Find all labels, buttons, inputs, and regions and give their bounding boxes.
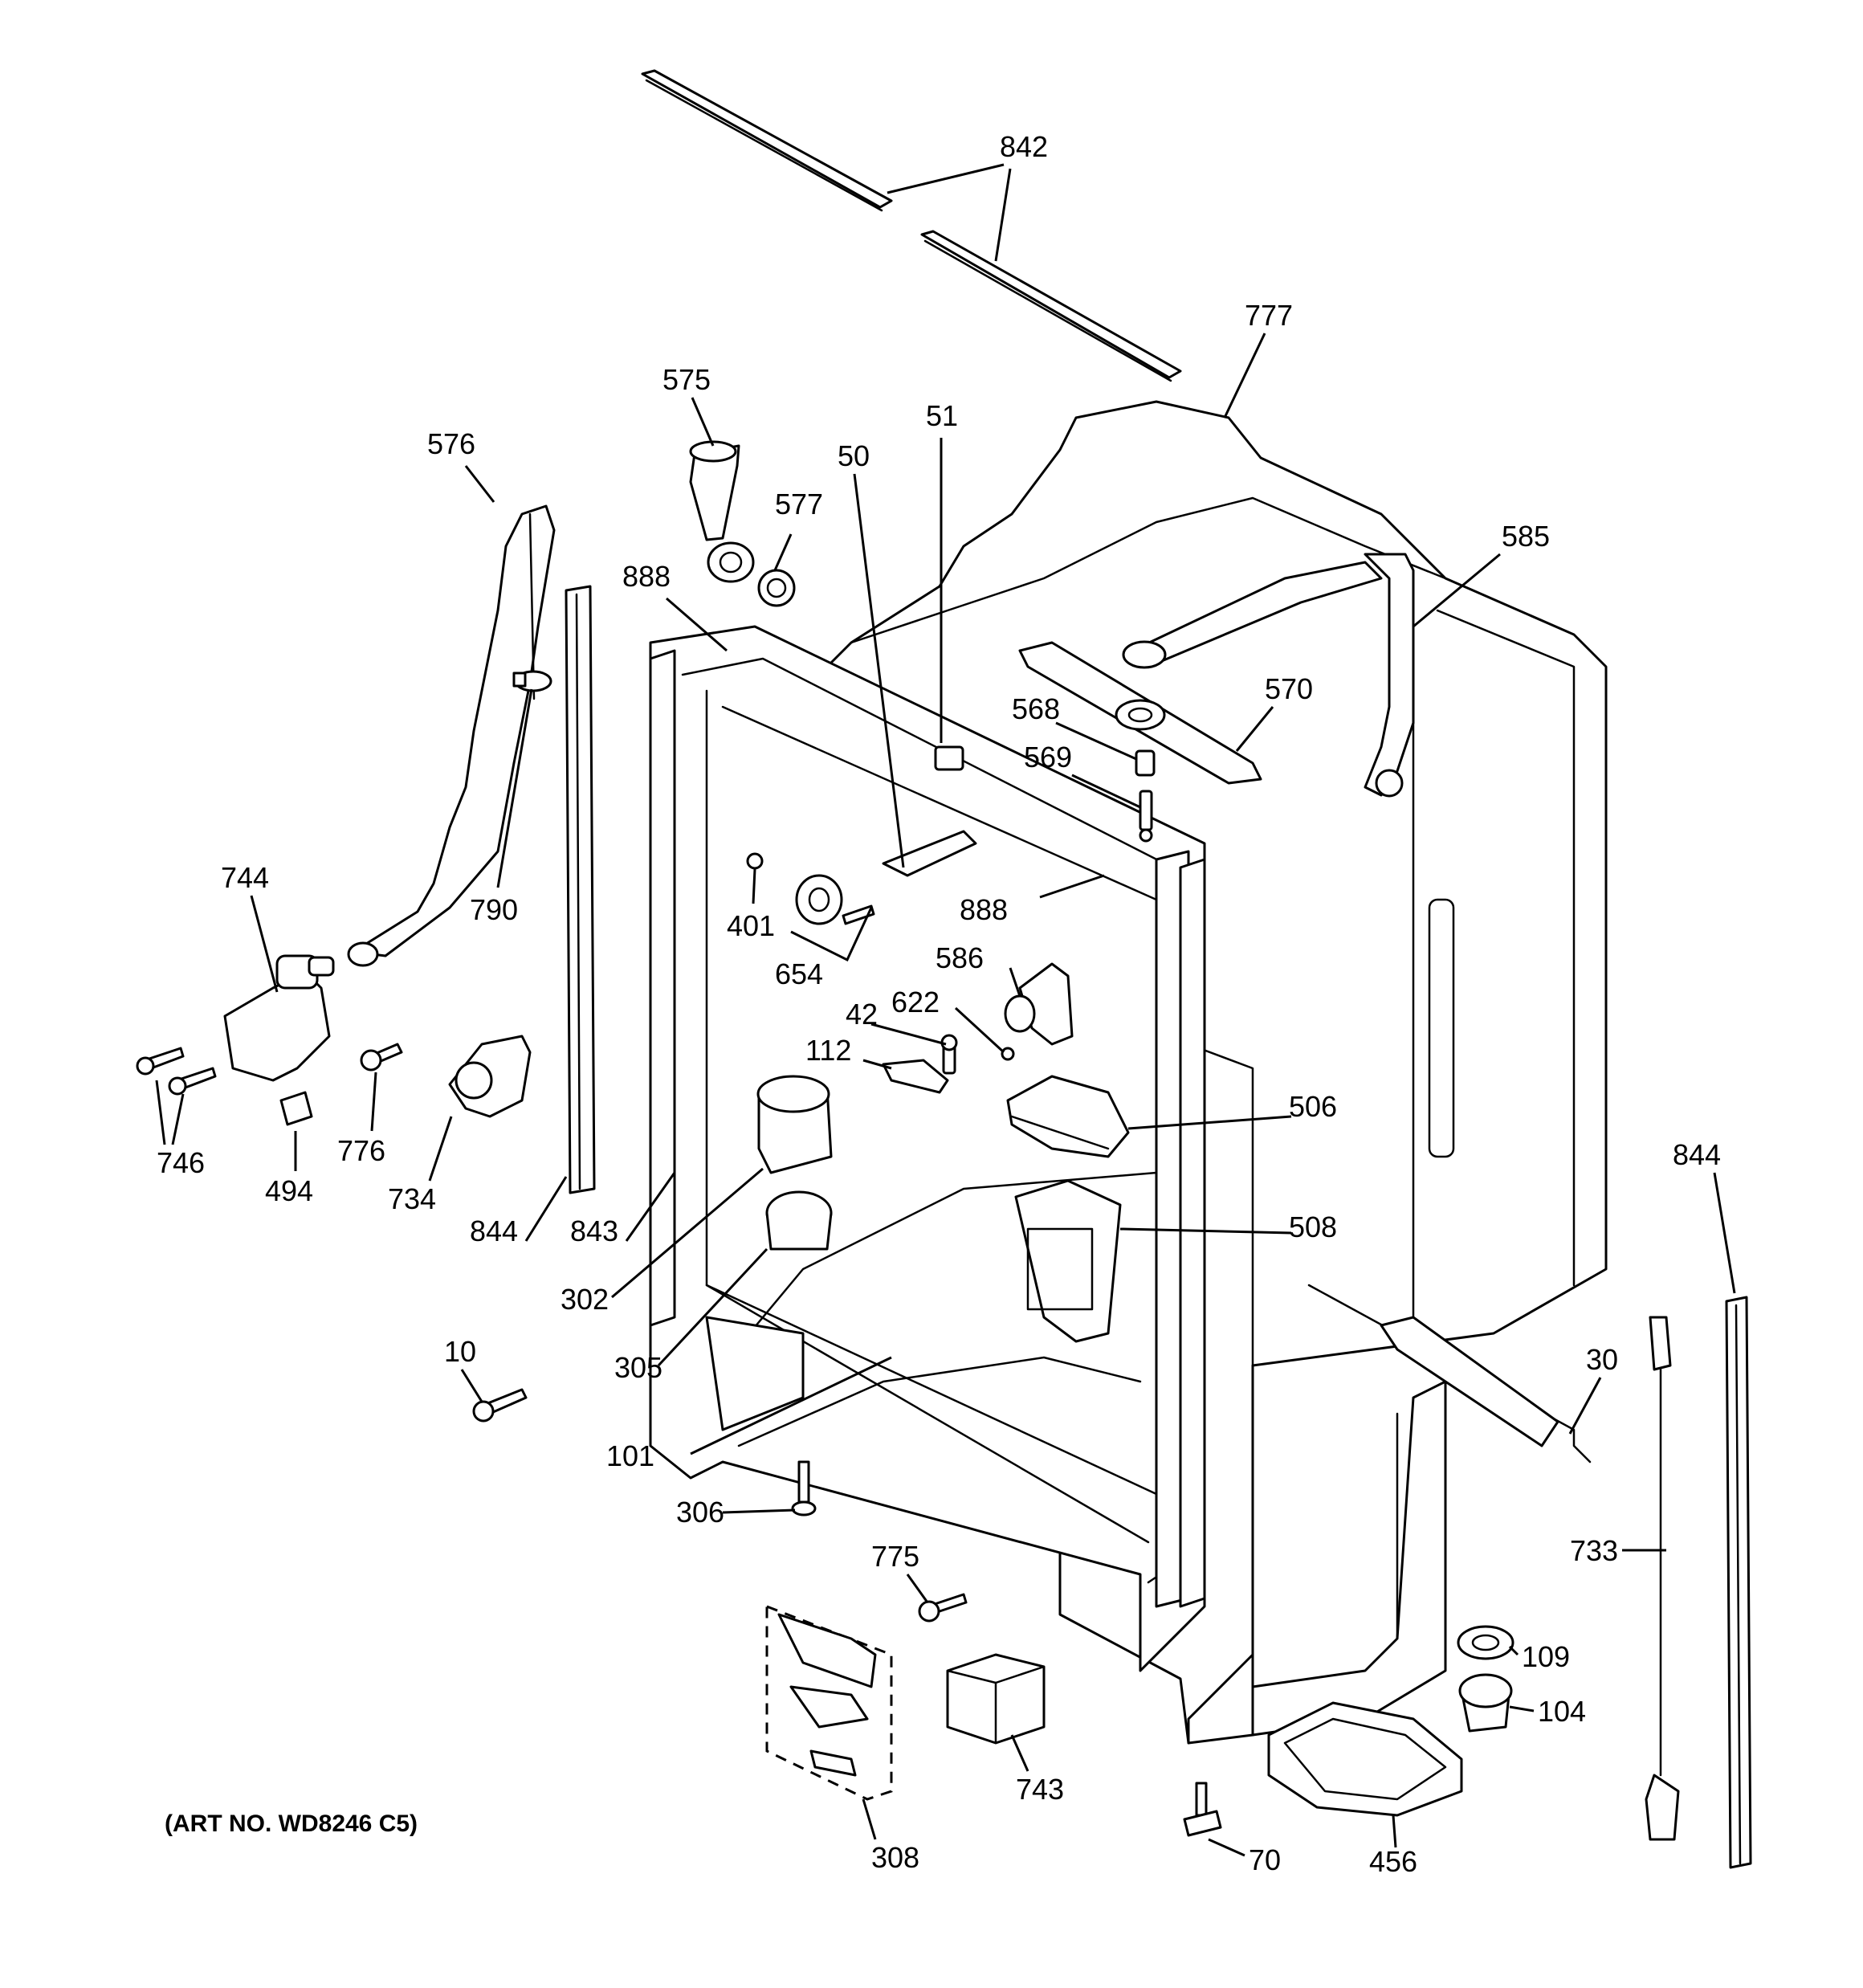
- label-101: 101: [606, 1439, 654, 1472]
- label-777: 777: [1245, 299, 1293, 332]
- screw-622: [1001, 1047, 1015, 1061]
- label-401: 401: [727, 909, 775, 942]
- label-843: 843: [570, 1214, 618, 1247]
- part-labels: 842 777 575 576 577 50 51 888 585 568 57…: [157, 130, 1721, 1878]
- door-gasket-left: [649, 649, 676, 1327]
- label-744: 744: [221, 861, 269, 894]
- drip-pan-456: [1267, 1701, 1463, 1817]
- label-888-lower: 888: [960, 893, 1008, 926]
- label-575: 575: [662, 363, 711, 396]
- label-585: 585: [1502, 520, 1550, 553]
- nut-104: [1458, 1673, 1513, 1733]
- screw-776: [360, 1043, 403, 1072]
- label-569: 569: [1024, 741, 1072, 774]
- funnel-gasket: [707, 541, 755, 583]
- detergent-dispenser-508: [1014, 1179, 1122, 1343]
- leveling-leg-306: [791, 1460, 817, 1517]
- label-494: 494: [265, 1174, 313, 1207]
- clip-51: [934, 745, 964, 771]
- door-cable-733: [1645, 1316, 1680, 1841]
- bracket-112: [882, 1059, 949, 1094]
- label-586: 586: [936, 941, 984, 974]
- label-112: 112: [805, 1034, 851, 1067]
- screw-569: [1139, 790, 1153, 843]
- door-spring: [1307, 1284, 1592, 1463]
- label-508: 508: [1289, 1210, 1337, 1243]
- tub-side-rail: [1251, 1380, 1447, 1737]
- top-seal-strip-upper: [641, 69, 893, 212]
- clip-494: [279, 1091, 313, 1126]
- label-746: 746: [157, 1146, 205, 1179]
- label-733: 733: [1570, 1534, 1618, 1567]
- label-305: 305: [614, 1351, 662, 1384]
- screw-775: [918, 1593, 968, 1623]
- motor-302: [756, 1075, 833, 1174]
- rinse-aid-dispenser: [795, 874, 875, 925]
- feed-tube: [1364, 553, 1415, 798]
- screw-746-a: [136, 1047, 185, 1076]
- thermostat-bracket: [448, 1035, 532, 1118]
- screw-746-b: [168, 1067, 217, 1096]
- label-10: 10: [444, 1335, 476, 1368]
- label-70: 70: [1249, 1843, 1281, 1876]
- screw-42: [940, 1034, 958, 1075]
- filter-506: [1006, 1075, 1130, 1158]
- label-104: 104: [1538, 1695, 1586, 1728]
- label-844-right: 844: [1673, 1138, 1721, 1171]
- label-302: 302: [561, 1283, 609, 1316]
- label-734: 734: [388, 1182, 436, 1215]
- fill-hose: [347, 504, 556, 967]
- label-109: 109: [1522, 1640, 1570, 1673]
- label-506: 506: [1289, 1090, 1337, 1123]
- cap-305: [765, 1190, 833, 1251]
- label-42: 42: [846, 998, 878, 1031]
- bearing-568: [1135, 749, 1156, 777]
- base-pan: [705, 1316, 1254, 1745]
- label-775: 775: [871, 1540, 919, 1573]
- bracket-50: [882, 830, 977, 877]
- label-30: 30: [1586, 1343, 1618, 1376]
- label-576: 576: [427, 427, 475, 460]
- label-888-upper: 888: [622, 560, 671, 593]
- grommet-401: [746, 852, 764, 870]
- label-844-left: 844: [470, 1214, 518, 1247]
- label-842: 842: [1000, 130, 1048, 163]
- top-seal-strip-lower: [920, 230, 1182, 382]
- side-gasket-left: [565, 585, 596, 1194]
- diverter-valve: [1004, 962, 1074, 1046]
- wash-arm-conduit: [1122, 561, 1383, 669]
- label-50: 50: [838, 439, 870, 472]
- gasket-109: [1457, 1625, 1514, 1660]
- leveling-foot-70: [1183, 1782, 1222, 1837]
- label-654: 654: [775, 957, 823, 990]
- door-gasket-right: [1155, 850, 1206, 1608]
- leader-lines: [155, 163, 1736, 1857]
- label-568: 568: [1012, 692, 1060, 725]
- label-622: 622: [891, 986, 940, 1018]
- label-743: 743: [1016, 1773, 1064, 1806]
- funnel-nut: [757, 569, 796, 607]
- upper-spray-arm: [1018, 641, 1262, 785]
- water-inlet-valve: [223, 954, 335, 1082]
- label-308: 308: [871, 1841, 919, 1874]
- side-gasket-right: [1725, 1296, 1752, 1869]
- label-776: 776: [337, 1134, 385, 1167]
- label-570: 570: [1265, 672, 1313, 705]
- junction-box-743: [946, 1653, 1046, 1745]
- label-577: 577: [775, 488, 823, 520]
- fill-funnel: [689, 440, 740, 541]
- hose-clamp: [512, 670, 552, 692]
- label-306: 306: [676, 1496, 724, 1529]
- latch-kit-308: [765, 1604, 893, 1801]
- label-51: 51: [926, 399, 958, 432]
- screw-10: [472, 1388, 528, 1423]
- art-number-caption: (ART NO. WD8246 C5): [165, 1810, 418, 1837]
- label-456: 456: [1369, 1845, 1417, 1878]
- label-790: 790: [470, 893, 518, 926]
